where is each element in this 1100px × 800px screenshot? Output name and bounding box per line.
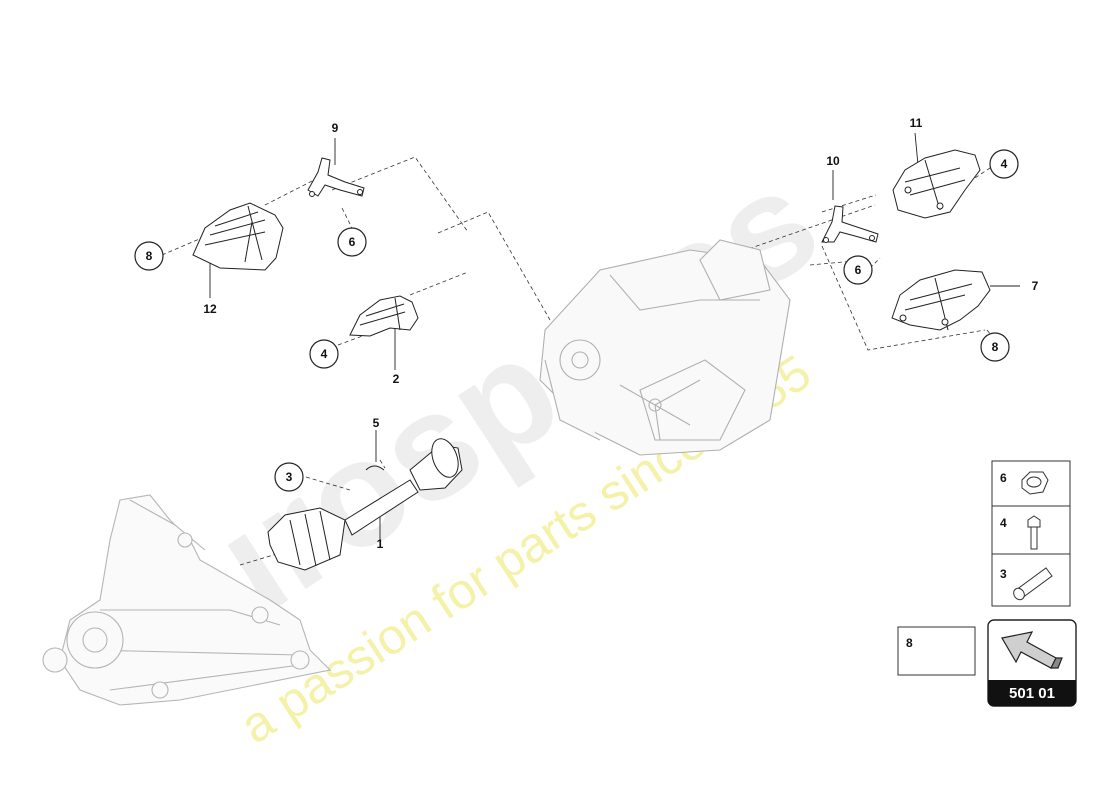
callout-9: 9: [332, 121, 339, 135]
callout-1: 1: [377, 537, 384, 551]
callout-10: 10: [826, 154, 840, 168]
nut-icon: [1021, 471, 1049, 495]
legend-number-6: 6: [1000, 471, 1007, 485]
callouts: 9 10 11 12 2 5 1 7 8 6 4 3 4 6 8: [134, 116, 1039, 551]
bracket-9: [307, 157, 365, 197]
heat-shield-7: [891, 269, 991, 331]
callout-11: 11: [910, 116, 923, 130]
callout-3: 3: [286, 470, 293, 484]
heat-shield-2: [349, 295, 419, 337]
callout-4-right: 4: [1001, 157, 1008, 171]
callout-7: 7: [1032, 279, 1039, 293]
callout-5: 5: [373, 416, 380, 430]
callout-2: 2: [393, 372, 400, 386]
page-code-box: 501 01: [987, 619, 1077, 707]
direction-arrow-icon: [1001, 631, 1063, 669]
callout-4-left: 4: [321, 347, 328, 361]
heat-shield-12: [192, 202, 284, 271]
heat-shield-11: [892, 149, 981, 219]
legend-number-4: 4: [1000, 516, 1007, 530]
transmission: [539, 239, 791, 456]
legend-number-8: 8: [906, 636, 913, 650]
callout-8-right: 8: [992, 340, 999, 354]
page-code: 501 01: [1009, 685, 1055, 702]
bolt-icon: [1027, 515, 1041, 550]
bracket-10: [821, 205, 879, 243]
callout-8-left: 8: [146, 249, 153, 263]
rear-suspension: [42, 494, 332, 706]
drive-shaft: [267, 438, 463, 571]
legend-number-3: 3: [1000, 567, 1007, 581]
bolt-icon: [1013, 567, 1053, 601]
callout-6-right: 6: [855, 263, 862, 277]
callout-6-left: 6: [349, 235, 356, 249]
callout-12: 12: [203, 302, 217, 316]
